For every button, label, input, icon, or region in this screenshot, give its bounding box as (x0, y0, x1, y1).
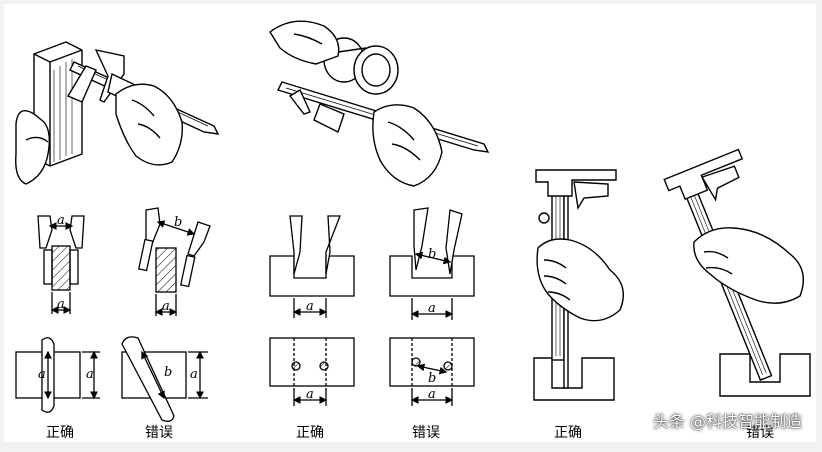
depth-measure-correct-illustration (533, 169, 624, 401)
caption-wrong: 错误 (145, 425, 173, 441)
caption-correct: 正确 (46, 425, 74, 441)
dim-label-a: a (57, 297, 65, 312)
caption-wrong: 错误 (412, 425, 440, 441)
rod-measure-correct-section (15, 337, 100, 413)
dim-label-a: a (190, 367, 198, 382)
dim-label-a: a (57, 213, 65, 228)
dim-label-a: a (306, 299, 314, 314)
top-middle-hand-caliper-illustration (269, 20, 490, 187)
caption-correct: 正确 (296, 425, 324, 441)
dim-label-a: a (86, 367, 94, 382)
inside-measure-correct-section (269, 215, 355, 318)
depth-measure-wrong-illustration (663, 148, 811, 397)
caliper-usage-diagram: a a b a a a b a a b a a b a (15, 20, 811, 422)
dim-label-b: b (174, 215, 182, 230)
inside-measure-wrong-section (389, 207, 475, 320)
bore-measure-correct-section (269, 337, 355, 406)
outside-measure-correct-section (37, 215, 85, 314)
dim-label-b: b (428, 371, 436, 386)
rod-measure-wrong-section (121, 336, 208, 422)
top-left-hand-caliper-illustration (15, 41, 220, 185)
caption-wrong: 错误 (746, 425, 774, 441)
watermark-text: 头条 @科技智能制造 (652, 412, 802, 431)
dim-label-a: a (428, 301, 436, 316)
dim-label-b: b (428, 247, 436, 262)
dim-label-a: a (428, 387, 436, 402)
dim-label-a: a (38, 367, 46, 382)
diagram-frame: a a b a a a b a a b a a b a 正确 错误 正确 错误 … (4, 4, 816, 442)
outside-measure-wrong-section (137, 207, 211, 316)
dim-label-b: b (164, 365, 172, 380)
bore-measure-wrong-section (389, 337, 475, 406)
caption-correct: 正确 (554, 425, 582, 441)
dim-label-a: a (162, 299, 170, 314)
dim-label-a: a (306, 387, 314, 402)
